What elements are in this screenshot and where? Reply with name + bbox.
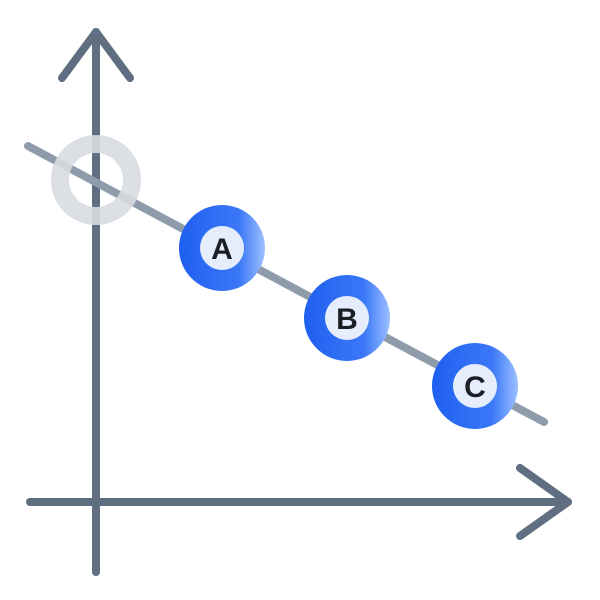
y-axis-arrowhead: [58, 28, 134, 82]
point-a: A: [179, 205, 265, 291]
point-c-label: C: [464, 371, 486, 404]
point-b: B: [304, 275, 390, 361]
ghost-point: [51, 135, 141, 225]
point-b-label: B: [336, 303, 358, 336]
point-c: C: [432, 343, 518, 429]
x-axis-arrowhead: [516, 464, 572, 540]
point-a-label: A: [211, 233, 233, 266]
